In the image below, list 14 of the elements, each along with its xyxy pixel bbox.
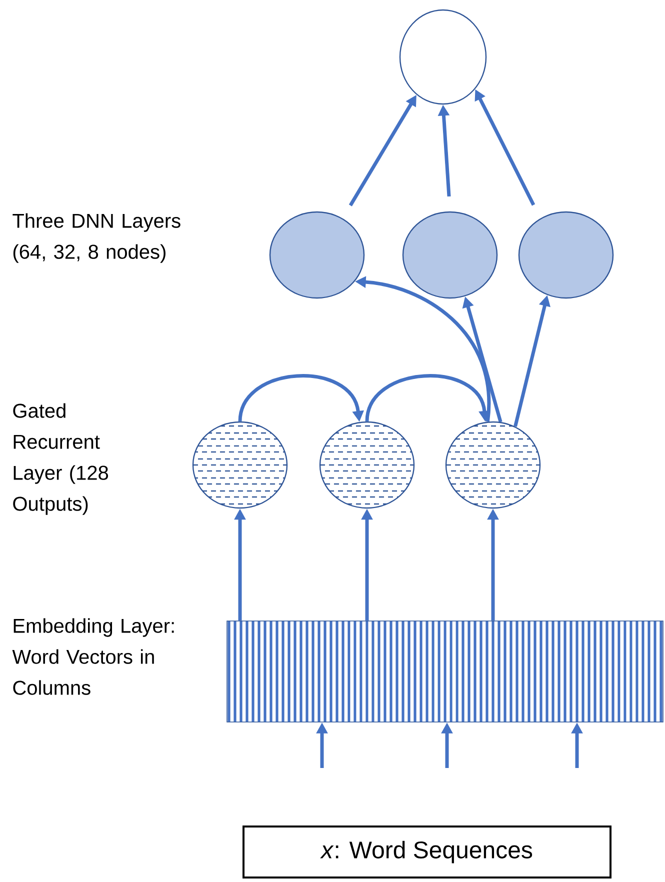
layer-label: Three DNN Layers (64, 32, 8 nodes): [12, 213, 180, 263]
input-box: x: Word Sequences: [242, 826, 612, 878]
recurrent-unit-node: [445, 421, 541, 509]
layer-label: Embedding Layer: Word Vectors in Columns: [12, 618, 174, 695]
layer-label: Gated Recurrent Layer (128 Outputs): [13, 403, 108, 515]
dense-layer-node: [269, 211, 365, 299]
dense-layer-node: [402, 211, 498, 299]
recurrent-unit-node: [192, 421, 288, 509]
output-node: [399, 9, 487, 105]
dense-layer-node: [518, 211, 614, 299]
arrow: [365, 374, 490, 422]
arrow: [238, 374, 364, 422]
recurrent-unit-node: [319, 421, 415, 509]
embedding-matrix: [226, 620, 664, 722]
